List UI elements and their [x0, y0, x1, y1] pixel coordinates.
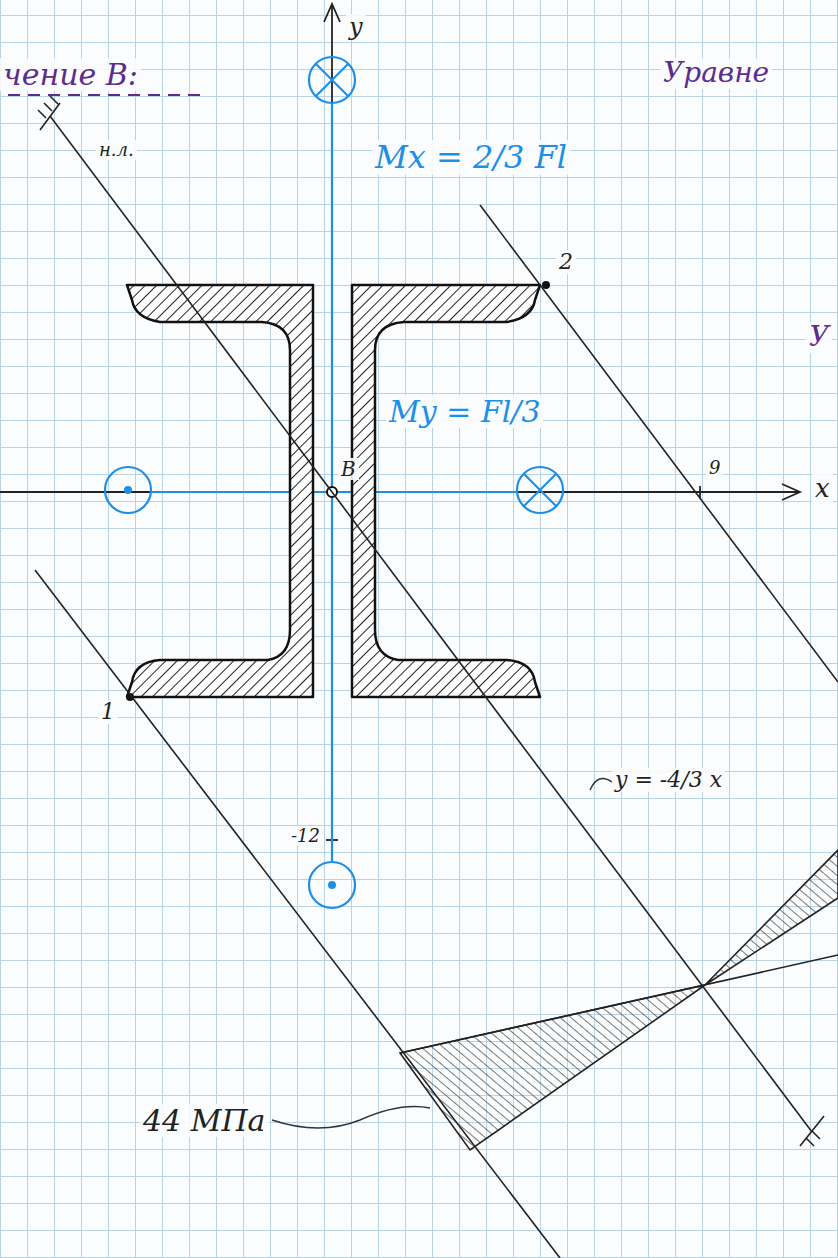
stress-diagram — [400, 850, 838, 1150]
point-number: 1 — [98, 700, 118, 724]
axis-label: x — [812, 474, 833, 503]
axis-tick: -12 — [288, 826, 323, 846]
force-lines — [105, 57, 563, 908]
axis-label: y — [346, 14, 366, 40]
point-label: B — [338, 458, 359, 480]
neutral-line-label: н.л. — [96, 140, 137, 160]
section-title: чение В: — [0, 58, 141, 91]
point-number: 2 — [556, 250, 576, 274]
axes — [0, 4, 800, 860]
line-equation: y = -4/3 x — [612, 768, 725, 792]
equation-title: Уравне — [660, 58, 772, 89]
moment-label: Mx = 2/3 Fl — [372, 140, 570, 175]
channel-section — [127, 285, 540, 697]
equation-title: У — [806, 322, 832, 353]
underline — [8, 94, 205, 96]
neutral-line — [35, 96, 838, 1258]
axis-tick: 9 — [706, 458, 723, 478]
moment-label: My = Fl/3 — [386, 395, 543, 428]
leader-lines — [272, 778, 612, 1128]
stress-value: 44 МПа — [140, 1104, 268, 1137]
